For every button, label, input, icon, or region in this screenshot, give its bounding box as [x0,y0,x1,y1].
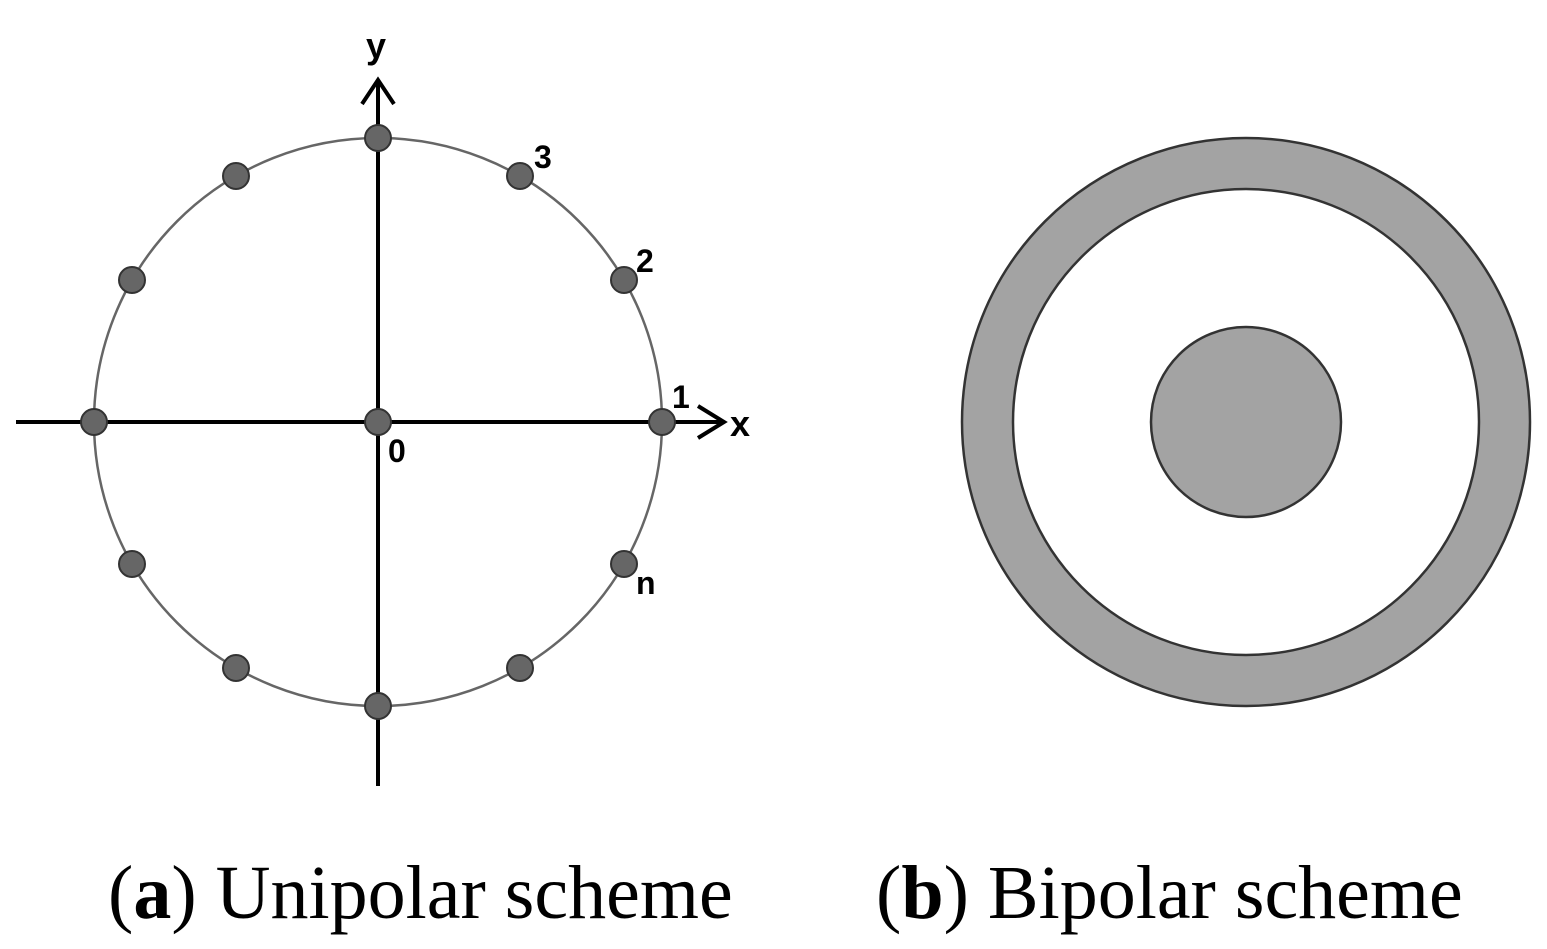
electrode-group [80,124,676,720]
electrode-label-n: n [636,565,656,601]
caption-b-open: ( [876,851,902,935]
x-axis-label: x [730,403,750,444]
center-disc-electrode [1149,325,1343,519]
caption-a-letter: a [133,851,172,935]
electrode-dot [610,266,638,294]
caption-a-close: ) [171,851,197,935]
electrode-dot [80,408,108,436]
electrode-label-1: 1 [672,379,690,415]
electrode-dot [222,654,250,682]
caption-a-text: Unipolar scheme [196,851,733,935]
panel-b-bipolar-diagram [960,136,1532,708]
x-axis-arrowhead [696,404,728,440]
electrode-label-3: 3 [534,139,552,175]
electrode-dot [610,550,638,578]
panel-a-unipolar-diagram: y x 0 1 2 3 n [16,25,750,786]
caption-b-text: Bipolar scheme [968,851,1463,935]
electrode-dot [118,266,146,294]
y-axis-label: y [366,25,386,66]
caption-bipolar-scheme: (b) Bipolar scheme [876,848,1463,938]
electrode-dot [118,550,146,578]
origin-electrode [364,408,392,436]
origin-label: 0 [388,433,406,469]
electrode-dot [506,654,534,682]
caption-b-letter: b [901,851,944,935]
electrode-dot [364,692,392,720]
electrode-dot [506,162,534,190]
caption-b-close: ) [943,851,969,935]
electrode-label-2: 2 [636,243,654,279]
electrode-dot [648,408,676,436]
y-axis-arrowhead [360,76,396,106]
electrode-dot [222,162,250,190]
caption-unipolar-scheme: (a) Unipolar scheme [108,848,733,938]
electrode-dot [364,124,392,152]
caption-a-open: ( [108,851,134,935]
